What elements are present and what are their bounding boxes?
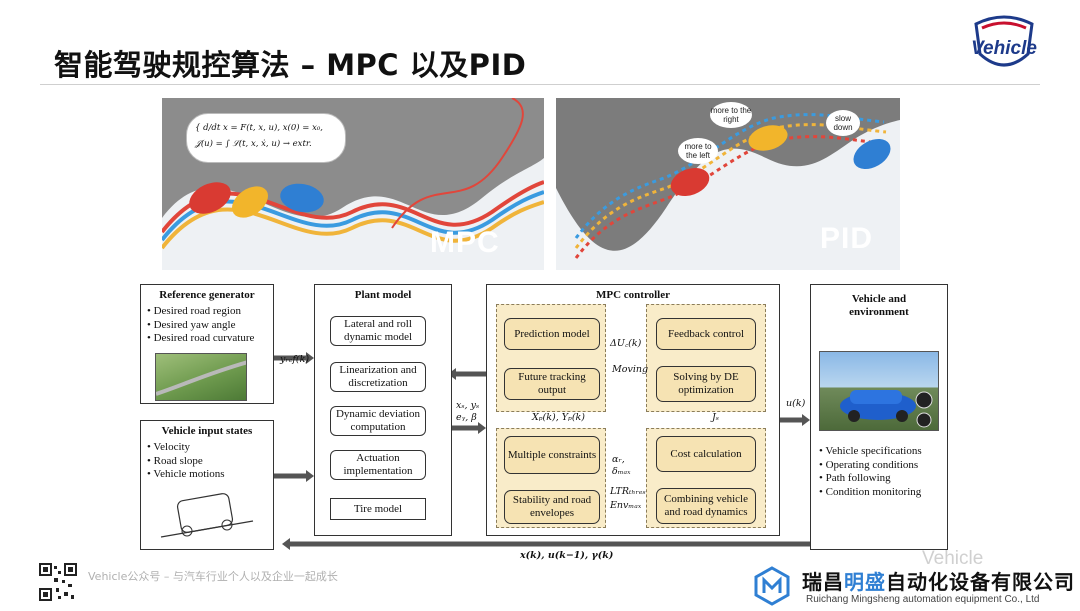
plant-model-title: Plant model: [354, 289, 412, 301]
mpc-controller-title: MPC controller: [595, 289, 671, 301]
label-alpha: αᵣ,: [612, 454, 625, 465]
list-item: • Road slope: [147, 454, 203, 467]
mpc-block-diagram: Reference generator • Desired road regio…: [134, 278, 954, 561]
signal-ey-beta: eᵧ, β: [456, 412, 477, 423]
bubble-slow-down: slow down: [826, 110, 860, 136]
feedback-control-block: Feedback control: [656, 318, 756, 350]
company-logo-icon: [754, 566, 790, 606]
bubble-more-left: more to the left: [678, 138, 718, 164]
list-item: • Desired road region: [147, 305, 241, 317]
vehicle-environment-box: Vehicle and environment • Vehicle specif…: [810, 284, 948, 550]
blue-car-icon: [853, 138, 891, 170]
yellow-car-icon: [231, 186, 269, 218]
vehicle-environment-title-1: Vehicle and: [851, 293, 907, 305]
label-env: Envₘₐₓ: [610, 500, 642, 511]
logo-text: Vehicle: [971, 38, 1037, 59]
combining-dynamics-block: Combining vehicle and road dynamics: [656, 488, 756, 524]
vehicle-input-states-box: Vehicle input states • Velocity • Road s…: [140, 420, 274, 550]
title-divider: [40, 84, 1040, 85]
signal-feedback: x(k), u(k−1), γ(k): [520, 550, 614, 561]
de-optimization-block: Solving by DE optimization: [656, 366, 756, 402]
label-xp-yp: Xₚ(k), Yₚ(k): [532, 412, 586, 423]
company-name-part-3: 自动化设备有限公司: [886, 570, 1075, 594]
prediction-model-block: Prediction model: [504, 318, 600, 350]
company-name-cn: 瑞昌明盛自动化设备有限公司: [802, 566, 1075, 595]
stability-envelopes-block: Stability and road envelopes: [504, 490, 600, 524]
company-name-part-1: 瑞昌: [802, 570, 844, 594]
label-delta-u: ΔU꜀(k): [610, 338, 642, 349]
red-car-icon: [189, 182, 231, 214]
signal-u-k: u(k): [786, 398, 806, 409]
red-car-icon: [670, 167, 710, 197]
equation-line-1: { d/dt x = F(t, x, u), x(0) = x₀,: [195, 123, 323, 133]
dynamic-deviation-block: Dynamic deviation computation: [330, 406, 426, 436]
equation-line-2: 𝒥(u) = ∫ ℒ(t, x, ẋ, u) → extr.: [195, 139, 312, 149]
multiple-constraints-block: Multiple constraints: [504, 436, 600, 474]
vehicle-input-states-list: • Velocity • Road slope • Vehicle motion…: [147, 441, 225, 482]
tire-model-block: Tire model: [330, 498, 426, 520]
reference-generator-title: Reference generator: [159, 289, 255, 301]
mpc-label: MPC: [430, 226, 500, 259]
watermark: Vehicle: [922, 548, 984, 569]
road-aerial-image: [155, 353, 247, 401]
lateral-roll-model-block: Lateral and roll dynamic model: [330, 316, 426, 346]
equation-bubble: { d/dt x = F(t, x, u), x(0) = x₀, 𝒥(u) =…: [186, 113, 346, 163]
list-item: • Vehicle motions: [147, 468, 225, 480]
reference-generator-box: Reference generator • Desired road regio…: [140, 284, 274, 404]
list-item: • Velocity: [147, 441, 191, 453]
list-item: • Path following: [819, 472, 891, 484]
company-name-en: Ruichang Mingsheng automation equipment …: [806, 594, 1040, 605]
qr-code-icon: [38, 562, 78, 602]
vehicle-environment-list: • Vehicle specifications • Operating con…: [819, 445, 922, 499]
actuation-block: Actuation implementation: [330, 450, 426, 480]
pid-label: PID: [820, 222, 874, 255]
vehicle-sketch-icon: [160, 493, 254, 538]
list-item: • Desired yaw angle: [147, 318, 236, 331]
blue-car-icon: [280, 183, 324, 213]
vehicle-environment-title-2: environment: [849, 306, 909, 318]
shield-icon: [974, 15, 1034, 67]
label-moving: Moving: [612, 364, 649, 375]
list-item: • Vehicle specifications: [819, 445, 922, 457]
list-item: • Condition monitoring: [819, 485, 922, 498]
list-item: • Desired road curvature: [147, 332, 255, 344]
linearization-block: Linearization and discretization: [330, 362, 426, 392]
label-delta-max: δₘₐₓ: [612, 466, 631, 477]
future-tracking-block: Future tracking output: [504, 368, 600, 400]
label-ltr: LTRₜₕᵣₑₛ: [610, 486, 646, 497]
yellow-car-icon: [748, 125, 788, 151]
vehicle-simulation-image: [819, 351, 939, 431]
label-js: Jₛ: [712, 412, 720, 423]
footer-tagline: Vehicle公众号 – 与汽车行业个人以及企业一起成长: [88, 570, 338, 583]
mpc-road-graphic: [162, 98, 544, 270]
company-name-highlight: 明盛: [844, 570, 886, 594]
vehicle-input-states-title: Vehicle input states: [161, 425, 253, 437]
reference-generator-list: • Desired road region • Desired yaw angl…: [147, 305, 254, 346]
slide-title: 智能驾驶规控算法 – MPC 以及PID: [54, 48, 527, 82]
cost-calculation-block: Cost calculation: [656, 436, 756, 472]
signal-xs-ys: xₛ, yₛ: [456, 400, 480, 411]
signal-y-ref: yᵣₑf(k): [280, 354, 310, 365]
vehicle-logo: Vehicle: [964, 14, 1044, 80]
bubble-more-right: more to the right: [710, 102, 752, 128]
list-item: • Operating conditions: [819, 458, 919, 471]
